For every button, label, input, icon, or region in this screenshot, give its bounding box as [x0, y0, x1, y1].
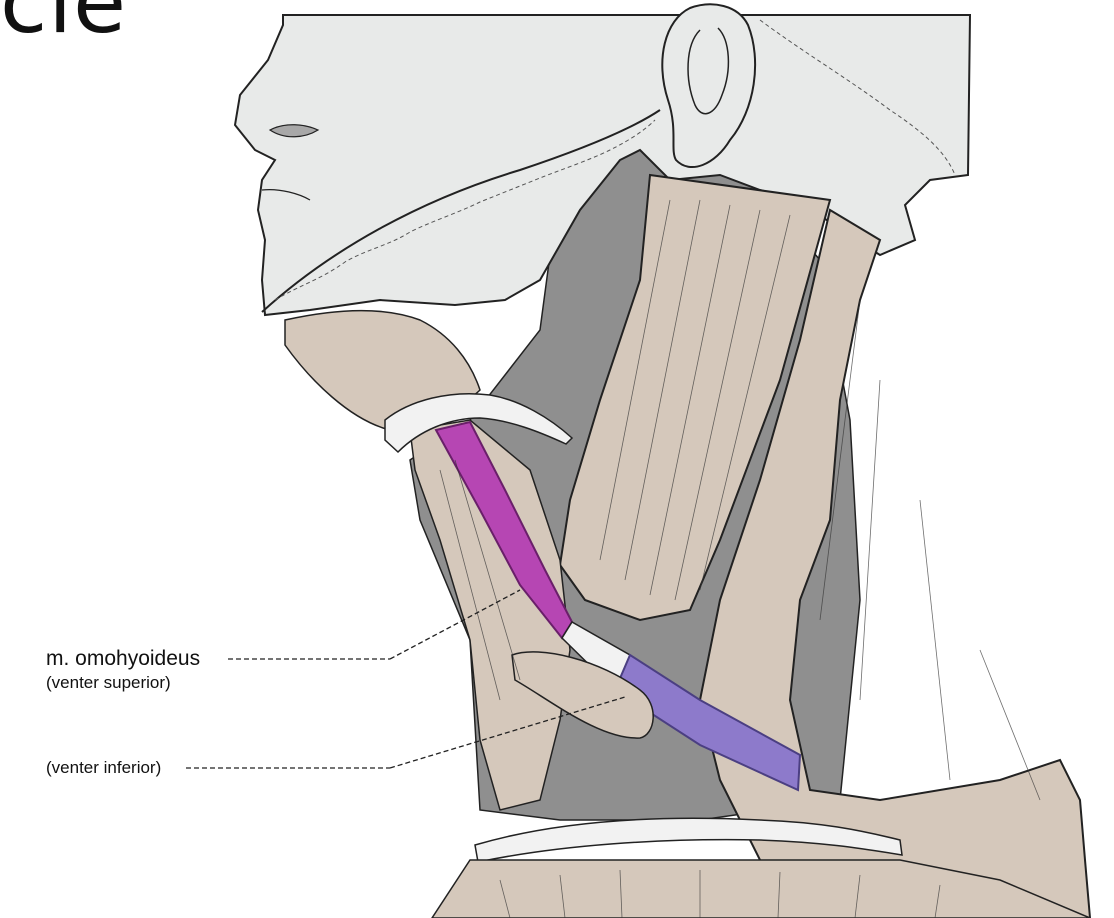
title-fragment: cle	[0, 0, 128, 53]
omohyoid-inferior-belly	[613, 653, 802, 792]
muscle-fibres	[439, 199, 1041, 918]
pectoral-region	[431, 859, 1091, 918]
posterior-neck-muscles	[698, 208, 1092, 918]
ear	[661, 3, 757, 169]
clavicle	[474, 817, 903, 863]
leader-line-superior-diag	[389, 589, 521, 660]
head-skin	[233, 14, 972, 317]
hyoid-bone	[384, 392, 574, 454]
sternohyoid	[409, 419, 571, 811]
scalene-muscle	[511, 651, 654, 739]
lip-line	[261, 189, 311, 201]
label-omohyoid: m. omohyoideus	[46, 647, 201, 670]
mandible-line	[261, 109, 661, 313]
ear-inner	[687, 27, 730, 115]
mandible-edge-wavy	[274, 119, 656, 301]
label-venter-superior: (venter superior)	[46, 673, 171, 692]
leader-line-inferior-diag	[389, 696, 626, 769]
nostril	[268, 124, 320, 138]
sternocleidomastoid	[558, 173, 832, 622]
label-venter-inferior: (venter inferior)	[46, 758, 162, 777]
